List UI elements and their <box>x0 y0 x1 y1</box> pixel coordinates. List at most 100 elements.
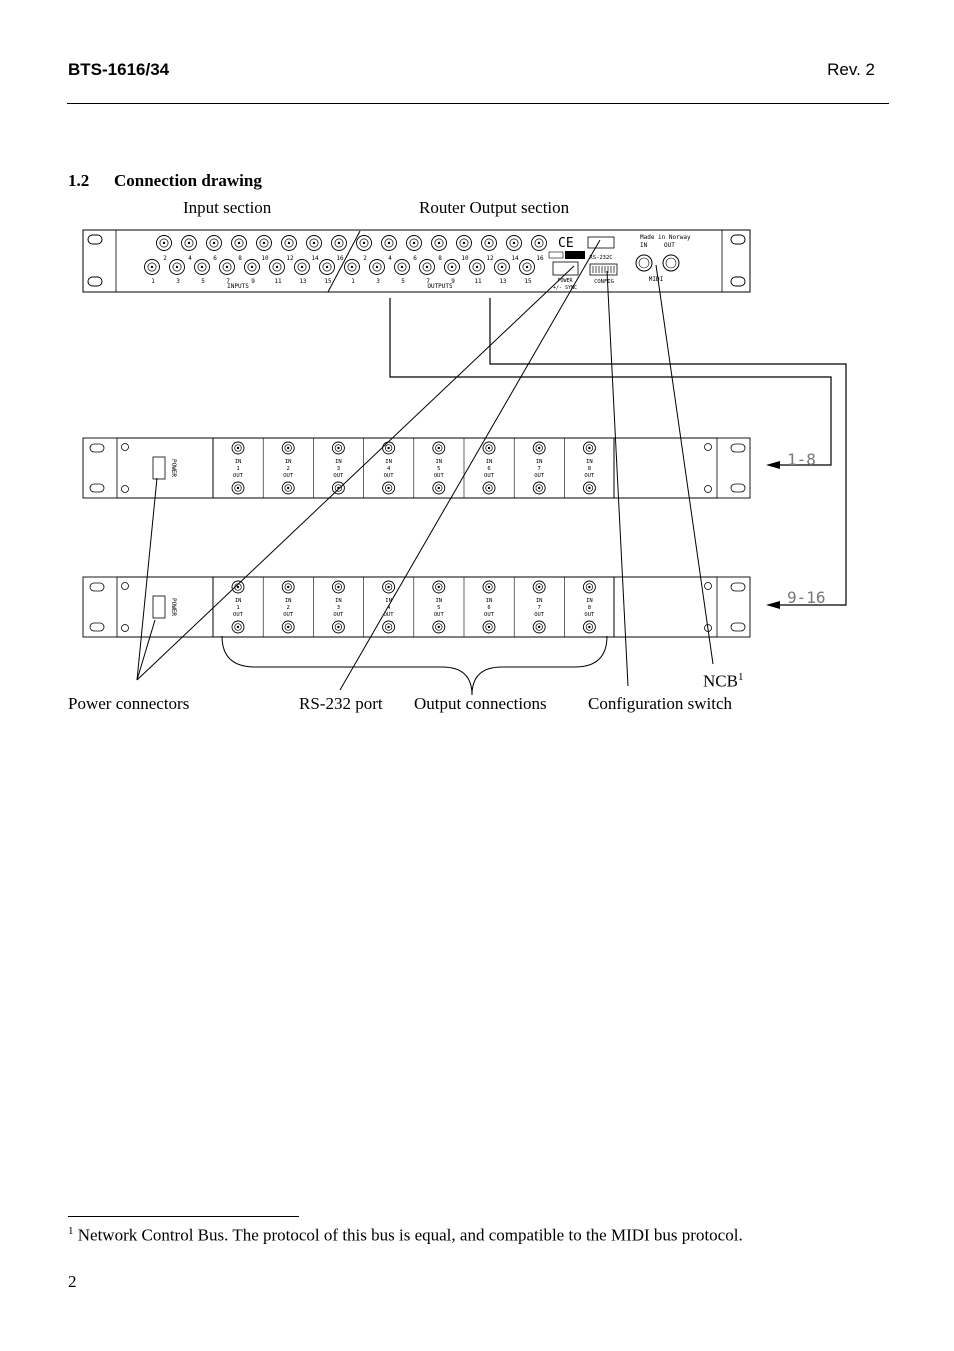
bnc-connector <box>144 259 160 275</box>
router-odd-number: 15 <box>324 278 332 285</box>
unit-out-label: OUT <box>283 612 294 618</box>
unit-power-label: POWER <box>170 598 177 616</box>
outputs-label: OUTPUTS <box>427 283 453 290</box>
bnc-connector <box>244 259 260 275</box>
unit-in-label: IN <box>235 598 242 604</box>
unit-channel-number: 6 <box>487 466 490 472</box>
unit-channel-number: 8 <box>588 605 591 611</box>
router-even-number: 10 <box>261 255 269 262</box>
bnc-connector <box>506 235 522 251</box>
footnote-marker: 1 <box>68 1225 74 1237</box>
router-odd-number: 13 <box>499 278 507 285</box>
bnc-connector <box>231 580 245 594</box>
footnote: 1 Network Control Bus. The protocol of t… <box>68 1225 743 1246</box>
bnc-connector <box>432 481 446 495</box>
unit-in-label: IN <box>486 598 493 604</box>
unit-in-label: IN <box>285 459 292 465</box>
document-revision: Rev. 2 <box>827 60 875 79</box>
bnc-connector <box>156 235 172 251</box>
serial-label-plate <box>548 251 564 259</box>
router-even-number: 4 <box>388 255 392 262</box>
bnc-connector <box>532 481 546 495</box>
unit-in-label: IN <box>435 598 442 604</box>
bnc-connector <box>281 235 297 251</box>
bnc-connector <box>482 481 496 495</box>
rack-hole <box>89 622 105 632</box>
bnc-connector <box>432 620 446 634</box>
bnc-connector <box>519 259 535 275</box>
bnc-connector <box>281 580 295 594</box>
router-even-number: 12 <box>286 255 294 262</box>
bnc-connector <box>582 620 596 634</box>
config-panel-label: CONFIG <box>594 279 614 285</box>
router-odd-number: 11 <box>474 278 482 285</box>
bnc-connector <box>169 259 185 275</box>
unit-in-label: IN <box>285 598 292 604</box>
bnc-connector <box>582 481 596 495</box>
callout-lines <box>136 230 714 696</box>
router-even-number: 2 <box>363 255 367 262</box>
bnc-connector <box>294 259 310 275</box>
section-number: 1.2 <box>68 171 90 190</box>
mounting-screw <box>121 582 129 590</box>
bnc-connector <box>381 235 397 251</box>
router-rear-panel: 2143658710912111413161521436587109121114… <box>82 229 751 293</box>
router-even-number: 6 <box>213 255 217 262</box>
router-even-number: 8 <box>438 255 442 262</box>
bnc-connector <box>219 259 235 275</box>
bnc-connector <box>532 441 546 455</box>
rack-hole <box>730 483 746 493</box>
bnc-connector <box>331 620 345 634</box>
bnc-connector <box>482 580 496 594</box>
bnc-connector <box>582 441 596 455</box>
router-odd-number: 1 <box>151 278 155 285</box>
unit-channel-number: 1 <box>236 605 239 611</box>
bnc-connector <box>281 441 295 455</box>
unit-channel-number: 4 <box>387 466 391 472</box>
unit-out-label: OUT <box>584 612 595 618</box>
label-power-connectors: Power connectors <box>68 694 190 713</box>
arrow-unit-1 <box>766 461 780 469</box>
label-rs232-port: RS-232 port <box>299 694 383 713</box>
bnc-connector <box>532 620 546 634</box>
bnc-connector <box>582 580 596 594</box>
unit-channel-number: 3 <box>337 605 340 611</box>
bnc-connector <box>431 235 447 251</box>
unit-out-label: OUT <box>534 473 545 479</box>
unit-channel-number: 2 <box>287 466 290 472</box>
mounting-screw <box>121 485 129 493</box>
bnc-connector <box>356 235 372 251</box>
unit-power-label: POWER <box>170 459 177 477</box>
router-odd-number: 3 <box>376 278 380 285</box>
midi-in-connector <box>635 254 653 272</box>
router-even-number: 14 <box>511 255 519 262</box>
unit-in-label: IN <box>486 459 493 465</box>
document-header-title: BTS-1616/34 <box>68 60 170 79</box>
barcode-sticker <box>565 251 585 259</box>
unit-channel-number: 1 <box>236 466 239 472</box>
bnc-connector <box>256 235 272 251</box>
router-even-number: 4 <box>188 255 192 262</box>
router-odd-number: 5 <box>401 278 405 285</box>
unit-channel-number: 7 <box>538 605 541 611</box>
router-even-number: 6 <box>413 255 417 262</box>
bnc-connector <box>456 235 472 251</box>
bnc-connector <box>319 259 335 275</box>
arrow-unit-2 <box>766 601 780 609</box>
unit-channel-number: 6 <box>487 605 490 611</box>
unit-out-label: OUT <box>333 612 344 618</box>
bnc-connector <box>532 580 546 594</box>
unit-out-label: OUT <box>384 473 395 479</box>
router-odd-number: 13 <box>299 278 307 285</box>
unit-channel-number: 4 <box>387 605 391 611</box>
unit-power-connector <box>152 456 166 480</box>
label-router-output-section: Router Output section <box>419 198 570 217</box>
unit-out-label: OUT <box>233 473 244 479</box>
rack-hole <box>87 276 103 287</box>
unit-out-label: OUT <box>534 612 545 618</box>
ncb-footnote-marker: 1 <box>737 671 744 683</box>
unit-out-label: OUT <box>434 473 445 479</box>
router-even-number: 2 <box>163 255 167 262</box>
unit-out-label: OUT <box>584 473 595 479</box>
